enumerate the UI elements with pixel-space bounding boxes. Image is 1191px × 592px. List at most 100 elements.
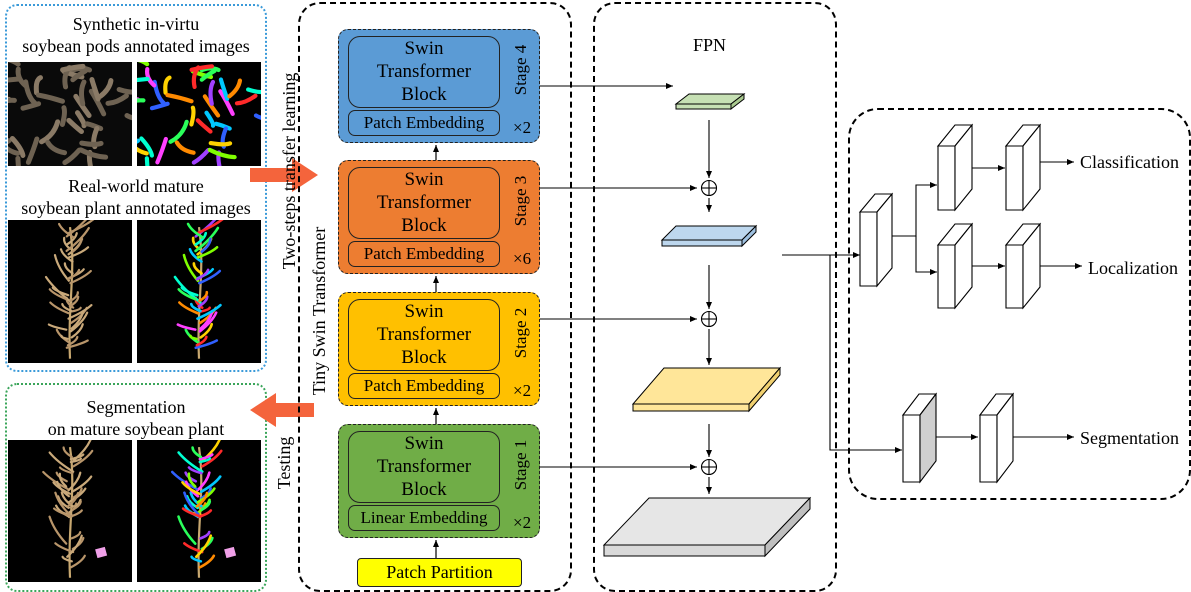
patch-partition-box: Patch Partition <box>357 558 522 587</box>
plant-branch <box>60 334 69 340</box>
plant-branch <box>188 247 203 263</box>
pod-stroke <box>207 147 237 160</box>
plant-branch <box>186 222 204 239</box>
pod-stroke <box>208 79 216 106</box>
pod-stroke <box>60 63 86 73</box>
plant-branch <box>177 515 197 545</box>
stage-4-swin-block: Swin Transformer Block <box>348 36 500 108</box>
swin-text: Block <box>401 479 447 500</box>
plant-branch <box>170 470 198 491</box>
real-plant-image <box>8 220 132 363</box>
stage-3-repeat: ×6 <box>513 249 532 268</box>
plant-branch <box>181 507 202 518</box>
pod-stroke <box>74 110 87 129</box>
pod-stroke <box>105 93 129 106</box>
pod-stroke <box>79 140 104 147</box>
plant-branch <box>199 530 211 540</box>
plant-branch <box>195 268 210 281</box>
plant-branch <box>42 470 69 490</box>
plant-branch <box>200 475 222 494</box>
stage-2-repeat: ×2 <box>513 381 532 400</box>
plant-branch <box>69 453 85 461</box>
seg-title-line1: Segmentation <box>86 397 186 417</box>
pod-stroke <box>137 98 146 103</box>
pod-stroke <box>234 93 258 106</box>
plant-branch <box>71 237 83 253</box>
plant-branch <box>192 262 203 275</box>
plant-branch <box>48 451 75 473</box>
real-images-title: Real-world mature soybean plant annotate… <box>5 175 267 219</box>
pod-stroke <box>163 75 172 95</box>
pod-stroke <box>97 78 114 99</box>
synthetic-title-line2: soybean pods annotated images <box>22 36 250 56</box>
swin-text: Swin <box>404 169 444 190</box>
plant-branch <box>71 487 83 500</box>
pod-stroke <box>89 77 101 102</box>
plant-branch <box>65 339 89 349</box>
pod-stroke <box>35 92 66 104</box>
plant-branch <box>52 481 72 495</box>
real-title-line2: soybean plant annotated images <box>21 198 251 218</box>
stage-4: Swin Transformer Block Patch Embedding S… <box>338 29 540 143</box>
pod-stroke <box>70 68 88 83</box>
pod-stroke <box>137 138 141 144</box>
plant-branch <box>69 269 92 285</box>
pod-stroke <box>155 136 168 165</box>
plant-branch <box>62 446 73 459</box>
plant-branch <box>67 220 95 234</box>
swin-text: Swin <box>404 38 444 59</box>
plant-branch <box>63 262 74 275</box>
plant-branch <box>177 288 197 301</box>
plant-branch <box>194 231 208 247</box>
localization-label: Localization <box>1088 258 1178 278</box>
plant-branch <box>200 237 212 253</box>
pod-stroke <box>59 105 67 127</box>
plant-branch <box>197 295 209 308</box>
plant-branch <box>189 302 202 313</box>
pod-stroke <box>195 118 213 134</box>
stage-2-label: Stage 2 <box>511 307 530 359</box>
plant-branch <box>189 334 198 341</box>
pod-stroke <box>189 64 215 72</box>
plant-branch <box>69 311 89 333</box>
stage-3: Swin Transformer Block Patch Embedding S… <box>338 160 540 274</box>
pod-stroke <box>62 147 82 166</box>
plant-branch <box>194 534 213 559</box>
plant-branch <box>201 449 223 468</box>
test-plant-segmented-image <box>137 440 261 582</box>
segmentation-result-title: Segmentation on mature soybean plant <box>5 396 267 440</box>
plant-branch <box>198 269 222 285</box>
pod-stroke <box>218 89 235 116</box>
fpn-title: FPN <box>693 35 727 55</box>
plant-branch <box>68 295 80 308</box>
pod-stroke <box>191 148 211 165</box>
swin-text: Swin <box>404 301 444 322</box>
plant-branch <box>69 554 86 569</box>
pod-stroke <box>199 68 217 82</box>
stage-1-embedding: Linear Embedding <box>348 505 500 531</box>
plant-branch <box>198 554 216 569</box>
plant-branch <box>70 306 82 313</box>
pod-stroke <box>253 113 261 120</box>
pod-stroke <box>218 77 230 101</box>
pod-stroke <box>144 156 150 166</box>
plant-branch <box>198 453 214 461</box>
plant-branch <box>70 323 84 339</box>
plant-branch <box>196 487 216 504</box>
plant-branch <box>194 226 220 253</box>
plant-branch <box>176 323 197 331</box>
swin-text: Block <box>401 215 447 236</box>
plant-branch <box>69 502 78 509</box>
pod-stroke <box>15 155 21 166</box>
transfer-learning-label: Two-steps transfer learning <box>279 72 299 270</box>
plant-branch <box>53 254 70 282</box>
plant-branch <box>180 286 199 297</box>
plant-branch <box>49 301 70 315</box>
swin-text: Transformer <box>376 324 472 345</box>
plant-branch <box>61 303 73 313</box>
pod-stroke <box>227 78 243 99</box>
synthetic-pods-image <box>8 62 132 166</box>
pod-stroke <box>165 92 194 104</box>
stage-3-label: Stage 3 <box>511 175 530 227</box>
plant-branch <box>57 222 75 239</box>
